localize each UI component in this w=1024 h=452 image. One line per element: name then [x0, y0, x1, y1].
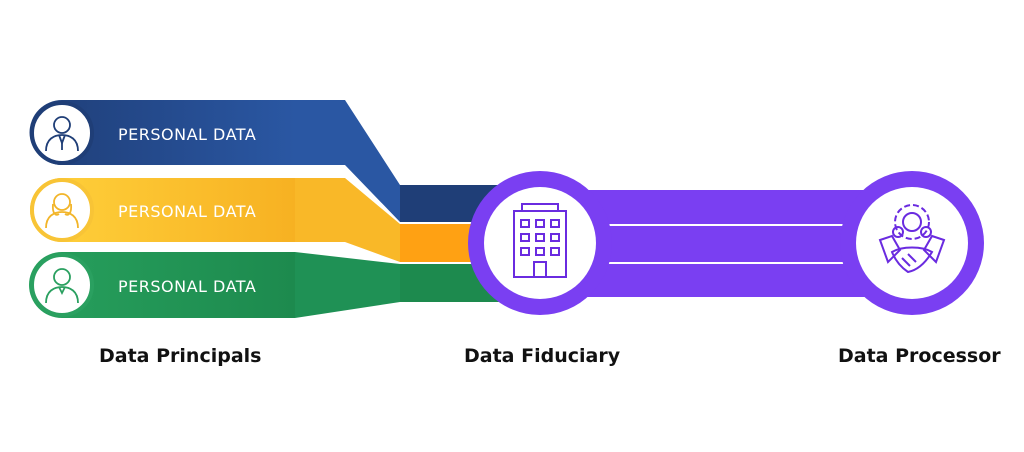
band-personal-data-3: PERSONAL DATA	[29, 252, 295, 318]
band-shape	[29, 100, 295, 165]
man-icon	[45, 268, 79, 304]
band-label: PERSONAL DATA	[118, 125, 256, 144]
fiduciary-inner-circle	[484, 187, 596, 299]
businessman-icon	[45, 116, 79, 152]
band-label: PERSONAL DATA	[118, 277, 256, 296]
processor-inner-circle	[856, 187, 968, 299]
band-connectors	[295, 100, 500, 318]
band-personal-data-1: PERSONAL DATA	[29, 100, 295, 165]
fiduciary-node	[468, 171, 612, 315]
band-personal-data-2: PERSONAL DATA	[30, 178, 295, 242]
processor-node	[840, 171, 984, 315]
office-building-icon	[513, 203, 567, 278]
principals-caption: Data Principals	[99, 345, 262, 367]
band-label: PERSONAL DATA	[118, 202, 256, 221]
band-shape	[29, 252, 295, 318]
processor-caption: Data Processor	[838, 345, 1001, 367]
handshake-gear-icon	[878, 204, 946, 274]
fiduciary-caption: Data Fiduciary	[464, 345, 621, 367]
woman-icon	[45, 193, 79, 229]
band-shape	[30, 178, 295, 242]
